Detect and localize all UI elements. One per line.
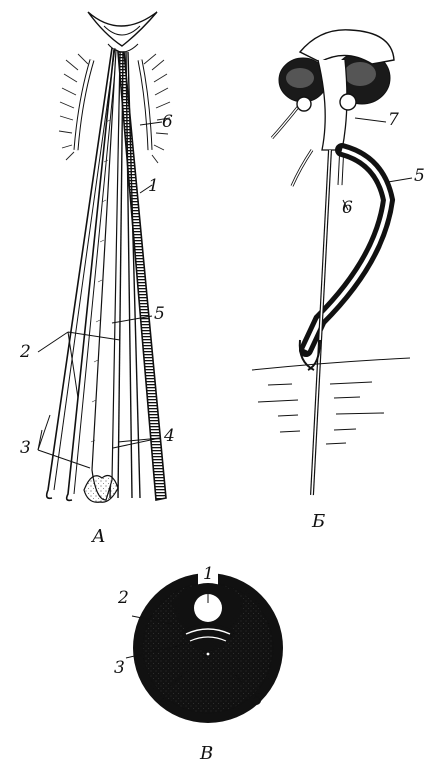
panel-c-label-1: 1 <box>203 566 214 583</box>
panel-b-label-5: 5 <box>414 168 425 185</box>
panel-b-caption: Б <box>312 513 325 531</box>
panel-b-label-7: 7 <box>388 112 399 129</box>
panel-a-label-1: 1 <box>148 178 159 195</box>
panel-a-label-4: 4 <box>164 428 175 445</box>
panel-c-label-3: 3 <box>114 660 125 677</box>
panel-c-label-4: 4 <box>160 692 171 709</box>
panel-a-label-3: 3 <box>20 440 31 457</box>
panel-a-label-5: 5 <box>154 306 165 323</box>
panel-a-caption: А <box>92 528 106 546</box>
panel-a-mouthparts-drawing <box>47 12 170 502</box>
panel-c-caption: В <box>200 745 213 763</box>
panel-b-label-6: 6 <box>342 200 353 217</box>
panel-a-label-6: 6 <box>162 114 173 131</box>
panel-b-head-drawing <box>252 30 410 495</box>
panel-c-label-5: 5 <box>252 692 263 709</box>
panel-a-label-2: 2 <box>20 344 31 361</box>
panel-c-label-2: 2 <box>118 590 129 607</box>
